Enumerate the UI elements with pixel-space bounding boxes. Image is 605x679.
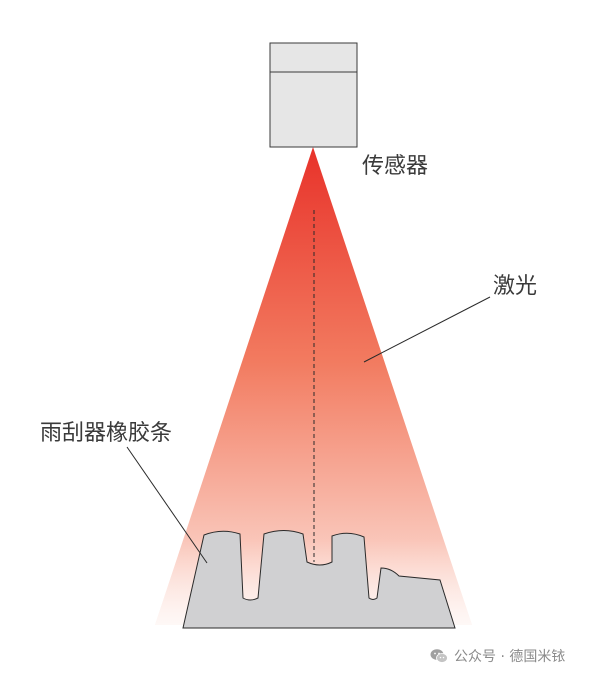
watermark-text: 公众号 · 德国米铱 (454, 649, 566, 665)
wechat-icon (430, 649, 448, 663)
laser-leader-line (363, 296, 491, 363)
wiper-label: 雨刮器橡胶条 (40, 421, 172, 446)
watermark: 公众号 · 德国米铱 (430, 645, 565, 667)
sensor-body (269, 42, 358, 148)
sensor-label: 传感器 (362, 154, 428, 179)
wiper-rubber-profile (182, 530, 456, 629)
laser-label: 激光 (493, 274, 537, 299)
wiper-leader-line (126, 446, 208, 564)
